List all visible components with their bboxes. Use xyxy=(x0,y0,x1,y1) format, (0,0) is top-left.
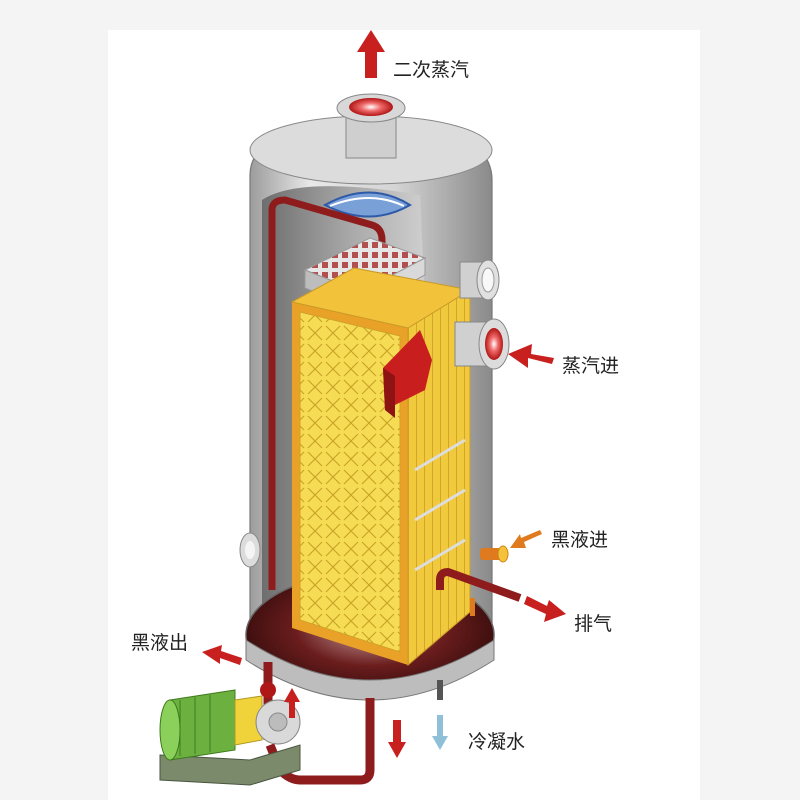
bottom-stubs xyxy=(437,598,475,700)
blue-coil xyxy=(322,191,412,218)
arrow-exhaust xyxy=(524,596,566,622)
plate-bundle xyxy=(290,267,472,667)
black-liquor-inlet-pipe xyxy=(480,545,509,563)
arrow-secondary-steam xyxy=(357,30,385,78)
arrow-black-liquor-in xyxy=(510,530,542,548)
arrow-black-liquor-out xyxy=(202,645,242,665)
label-black-liquor-in: 黑液进 xyxy=(551,529,609,551)
label-secondary-steam: 二次蒸汽 xyxy=(393,59,470,81)
left-side-port xyxy=(239,532,261,568)
label-black-liquor-out: 黑液出 xyxy=(131,632,189,654)
upper-side-port xyxy=(459,259,500,301)
arrow-steam-in xyxy=(508,344,554,368)
label-condensate: 冷凝水 xyxy=(468,731,526,753)
arrow-drain-down xyxy=(388,720,406,758)
top-vapor-nozzle xyxy=(336,93,406,159)
steam-deflector xyxy=(383,330,432,418)
motor xyxy=(159,689,236,761)
exhaust-pipe xyxy=(436,568,522,602)
steam-inlet-port xyxy=(454,318,510,370)
coupling xyxy=(234,695,263,746)
arrow-condensate xyxy=(432,715,448,750)
arrow-pump-up xyxy=(284,688,300,718)
pump-assembly xyxy=(159,689,301,786)
label-exhaust: 排气 xyxy=(574,613,613,635)
riser-pipe xyxy=(268,196,386,590)
label-steam-in: 蒸汽进 xyxy=(562,355,620,377)
